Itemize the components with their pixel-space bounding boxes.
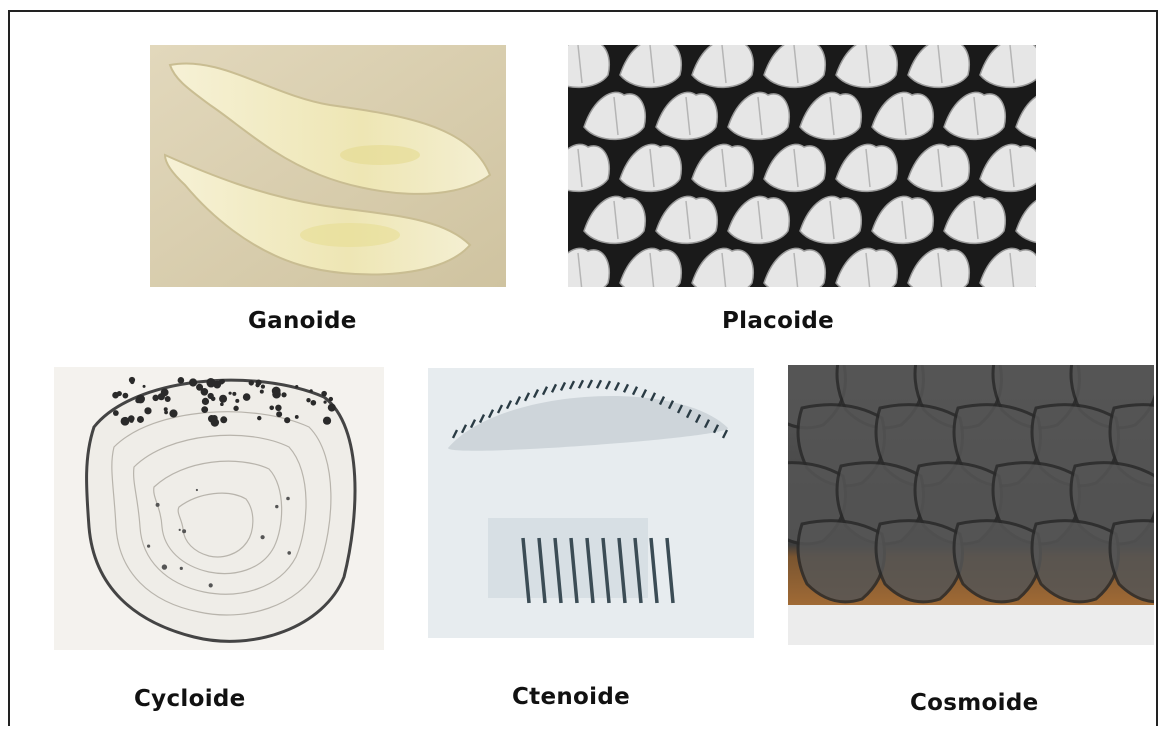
placoide-caption: Placoide <box>722 308 834 334</box>
cosmoide-scale-image <box>788 365 1154 605</box>
ctenoide-caption: Ctenoide <box>512 684 630 710</box>
ganoide-caption: Ganoide <box>248 308 357 334</box>
cycloide-caption: Cycloide <box>134 686 246 712</box>
cosmoide-caption: Cosmoide <box>910 690 1038 716</box>
ctenoide-scale-image <box>428 368 754 638</box>
cosmoide-bottom-margin <box>788 605 1154 645</box>
cycloide-scale-image <box>54 367 384 650</box>
ganoide-scale-image <box>150 45 506 287</box>
placoide-scale-image <box>568 45 1036 287</box>
